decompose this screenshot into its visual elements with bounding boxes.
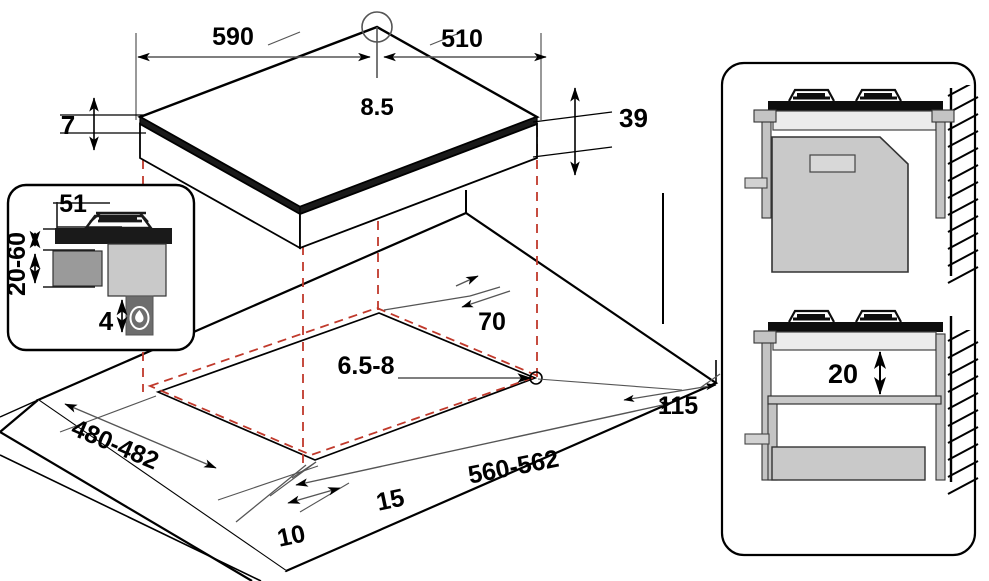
- dimension-15: [269, 461, 350, 513]
- dim-hob-width: 590: [212, 23, 254, 51]
- dimension-39: [532, 87, 613, 176]
- dim-rear-clearance: 70: [478, 308, 506, 336]
- dimension-115: [623, 373, 721, 402]
- dim-glass-thickness: 7: [61, 110, 75, 140]
- dimension-590: [135, 31, 371, 120]
- dimension-70: [383, 275, 511, 311]
- leader-cutout-radius: [398, 371, 543, 385]
- oven-under-hob-view: [744, 85, 979, 284]
- dim-gas-inlet-clearance: 4: [99, 306, 114, 336]
- dim-drawer-clearance: 20: [828, 359, 858, 389]
- dim-burner-cap-width: 51: [59, 190, 87, 218]
- drawer-under-hob-view: [744, 309, 979, 495]
- dimension-10: [235, 464, 307, 523]
- hidden-projection-lines: [147, 307, 541, 456]
- dim-side-edge-gap: 10: [275, 520, 308, 553]
- dim-hob-depth: 510: [441, 25, 483, 53]
- hob-slab-isometric: [137, 11, 540, 250]
- dim-cutout-corner-radius: 6.5-8: [338, 352, 395, 380]
- flame-icon: [129, 306, 150, 330]
- inset-detail-panel: [6, 183, 196, 352]
- dim-worktop-thickness-range: 20-60: [3, 232, 31, 296]
- dim-front-edge-gap: 15: [374, 484, 407, 517]
- dimension-7: [60, 97, 146, 151]
- dim-corner-radius: 8.5: [360, 94, 393, 121]
- dim-hob-body-height: 39: [619, 103, 648, 133]
- dim-worktop-thickness: 115: [658, 392, 698, 420]
- dimension-510: [383, 31, 547, 120]
